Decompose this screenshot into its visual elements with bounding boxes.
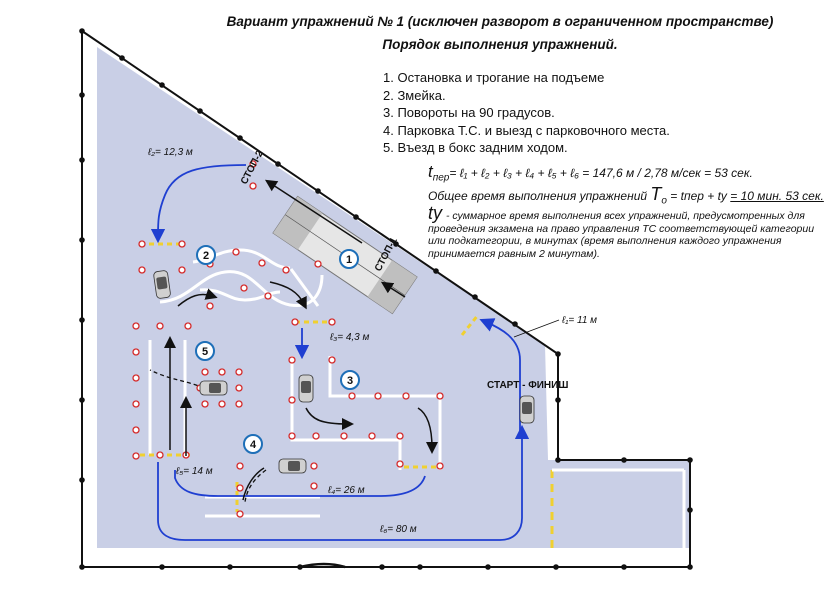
exercise-marker-2: 2: [196, 245, 216, 265]
list-item: 3. Повороты на 90 градусов.: [383, 105, 555, 120]
garage-box: [550, 468, 686, 548]
segment-l3-label: ℓ₃= 4,3 м: [329, 332, 369, 343]
gate: [299, 562, 346, 569]
note-body: - суммарное время выполнения всех упражн…: [428, 210, 815, 260]
car-icon: [519, 395, 535, 424]
page-subtitle: Порядок выполнения упражнений.: [382, 37, 618, 52]
exercise-list: 1. Остановка и трогание на подъеме 2. Зм…: [383, 69, 670, 157]
formula-expression: = ℓ₁ + ℓ₂ + ℓ₃ + ℓ₄ + ℓ₅ + ℓ₆ = 147,6 м …: [449, 166, 753, 180]
speed-formula: tпер= ℓ₁ + ℓ₂ + ℓ₃ + ℓ₄ + ℓ₅ + ℓ₆ = 147,…: [428, 162, 753, 183]
segment-l1-leader: [513, 319, 560, 338]
list-item: 2. Змейка.: [383, 87, 446, 103]
car-icon: [298, 374, 314, 403]
formula-subscript: пер: [432, 172, 450, 184]
list-item: 5. Въезд в бокс задним ходом.: [383, 140, 568, 155]
svg-text:1: 1: [346, 254, 352, 266]
route: [150, 164, 530, 541]
exercise-marker-5: 5: [195, 341, 215, 361]
segment-l5-label: ℓ₅= 14 м: [175, 466, 213, 477]
exercise-marker-1: 1: [339, 249, 359, 269]
svg-text:5: 5: [202, 346, 208, 358]
fence-posts: [79, 28, 693, 570]
formula-symbol: t: [428, 162, 433, 181]
dashed-paths: [149, 369, 267, 503]
cones: [132, 160, 444, 518]
svg-text:4: 4: [250, 439, 257, 451]
formula-result: = 10 мин. 53 сек.: [730, 189, 824, 203]
segment-l6-label: ℓ₆= 80 м: [379, 524, 417, 535]
svg-text:2: 2: [203, 250, 209, 262]
car-icon: [199, 380, 228, 396]
formula-subscript: о: [661, 195, 667, 207]
formula-expression: = tпер + ty: [670, 189, 727, 203]
formula-label: Общее время выполнения упражнений: [428, 189, 648, 203]
list-item: 1. Остановка и трогание на подъеме: [383, 70, 605, 85]
segment-l2-label: ℓ₂= 12,3 м: [147, 147, 193, 158]
segment-l1-label: ℓ₁= 11 м: [561, 315, 597, 326]
exercise-marker-4: 4: [243, 434, 263, 454]
segment-l4-label: ℓ₄= 26 м: [327, 485, 365, 496]
note-text: ty- суммарное время выполнения всех упра…: [428, 204, 833, 260]
svg-text:3: 3: [347, 375, 353, 387]
car-icon: [278, 458, 307, 474]
parking-markings: [205, 495, 320, 518]
page-title: Вариант упражнений № 1 (исключен разворо…: [226, 14, 774, 29]
list-item: 4. Парковка Т.С. и выезд с парковочного …: [383, 122, 670, 138]
start-finish-sign: СТАРТ - ФИНИШ: [487, 380, 568, 391]
total-time-formula: Общее время выполнения упражнений Tо = t…: [428, 184, 824, 206]
exercise-marker-3: 3: [340, 370, 360, 390]
movement-arrows: [164, 179, 438, 501]
car-icon: [153, 270, 171, 299]
formula-symbol: T: [650, 184, 662, 204]
note-symbol: ty: [428, 203, 443, 223]
